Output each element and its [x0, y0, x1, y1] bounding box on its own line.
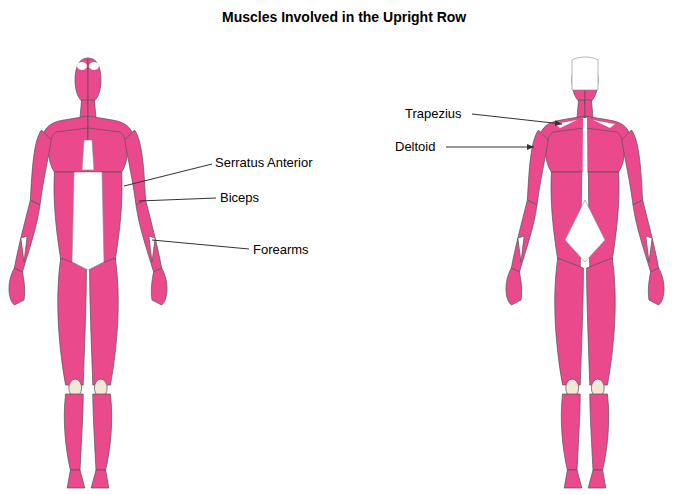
muscle-label: Serratus Anterior: [215, 155, 313, 170]
back-figure: [506, 57, 664, 488]
muscle-label: Trapezius: [405, 106, 462, 121]
muscle-label: Forearms: [253, 242, 309, 257]
muscle-label: Biceps: [220, 190, 259, 205]
front-figure: [9, 58, 167, 488]
diagram-title: Muscles Involved in the Upright Row: [222, 9, 466, 25]
leader-lines: [124, 114, 562, 249]
muscle-label: Deltoid: [395, 139, 435, 154]
